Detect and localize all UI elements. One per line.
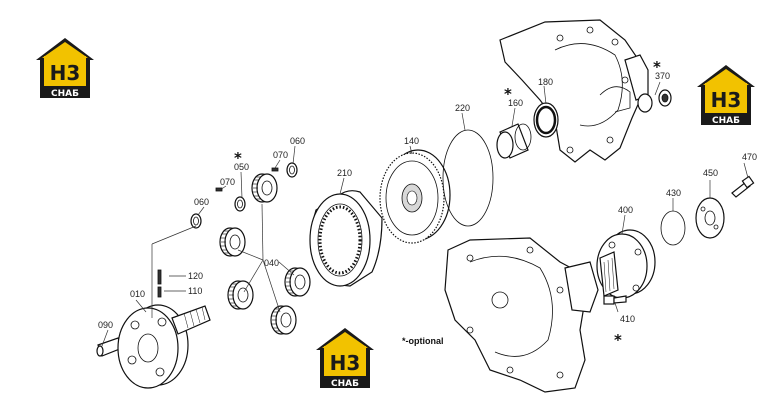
- pins-110-120: [157, 269, 162, 298]
- snap-ring-220: [442, 129, 494, 227]
- label-220: 220: [455, 103, 470, 113]
- planet-carrier-010: [117, 304, 211, 389]
- svg-text:СНАБ: СНАБ: [51, 89, 79, 99]
- pin-070-left: [215, 187, 223, 192]
- label-050: 050: [234, 162, 249, 172]
- housing-lower: [444, 237, 599, 393]
- label-040: 040: [264, 258, 279, 268]
- bolt-470: [731, 175, 755, 198]
- gear-140: [379, 149, 451, 244]
- planet-gear-040-d: [227, 280, 254, 310]
- bearing-160: [496, 123, 532, 159]
- optional-note: *-optional: [402, 336, 444, 346]
- flange-400: [596, 229, 656, 299]
- label-160: 160: [508, 98, 523, 108]
- brand-logo-bottom-center: H3 СНАБ: [316, 328, 374, 389]
- planet-gear-040-a: [251, 173, 278, 203]
- leader-lines: [101, 81, 749, 347]
- o-ring-430: [660, 210, 686, 246]
- svg-text:H3: H3: [711, 88, 742, 112]
- label-400: 400: [618, 205, 633, 215]
- optional-star-410: *: [614, 331, 622, 349]
- label-070-right: 070: [273, 150, 288, 160]
- label-090: 090: [98, 320, 113, 330]
- ring-gear-210: [309, 190, 383, 287]
- pin-090: [96, 337, 123, 357]
- brand-logo-top-left: H3 СНАБ: [36, 38, 94, 99]
- svg-text:H3: H3: [330, 351, 361, 375]
- label-070-left: 070: [220, 177, 235, 187]
- part-labels: 010 040 050 060 060 070 070 090 110 120 …: [98, 71, 757, 330]
- washer-060-left: [190, 213, 202, 229]
- label-010: 010: [130, 289, 145, 299]
- svg-text:СНАБ: СНАБ: [712, 116, 740, 126]
- svg-text:СНАБ: СНАБ: [331, 379, 359, 389]
- label-370: 370: [655, 71, 670, 81]
- label-140: 140: [404, 136, 419, 146]
- label-470: 470: [742, 152, 757, 162]
- optional-markers: * * * *: [234, 58, 661, 349]
- label-180: 180: [538, 77, 553, 87]
- planet-gear-040-b: [219, 227, 246, 257]
- svg-text:H3: H3: [50, 61, 81, 85]
- label-120: 120: [188, 271, 203, 281]
- label-430: 430: [666, 188, 681, 198]
- bolt-410: [603, 295, 627, 305]
- brand-logo-top-right: H3 СНАБ: [697, 65, 755, 126]
- label-060-left: 060: [194, 197, 209, 207]
- label-210: 210: [337, 168, 352, 178]
- label-410: 410: [620, 314, 635, 324]
- optional-star-050: *: [234, 149, 242, 167]
- seal-180: [533, 102, 559, 138]
- label-060-right: 060: [290, 136, 305, 146]
- washer-060-right: [286, 162, 298, 178]
- label-450: 450: [703, 168, 718, 178]
- washer-450: [695, 197, 725, 239]
- pin-070-right: [271, 167, 279, 172]
- plug-370: [637, 89, 672, 113]
- housing-upper: [499, 19, 649, 163]
- optional-star-370: *: [653, 58, 661, 76]
- washer-050: [234, 196, 246, 212]
- label-110: 110: [188, 286, 202, 296]
- optional-star-160: *: [504, 85, 512, 103]
- planet-gear-040-e: [270, 305, 297, 335]
- planet-gear-040-c: [284, 267, 311, 297]
